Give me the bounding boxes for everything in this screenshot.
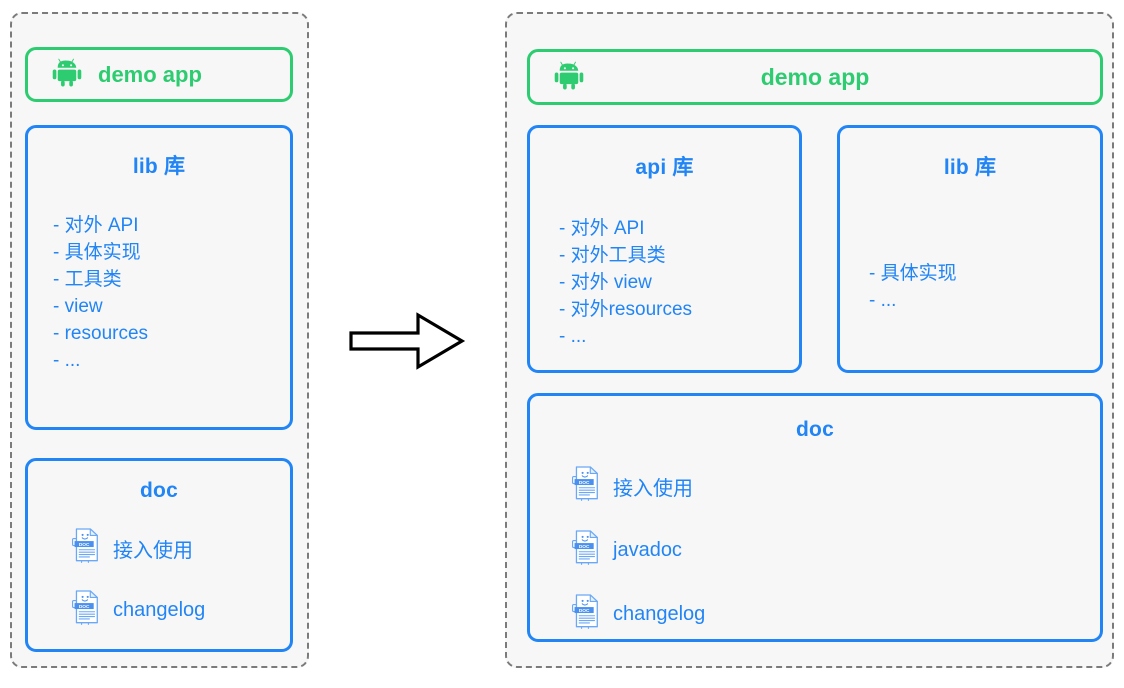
before-doc-card[interactable]: doc 接入使用 changelog [25, 458, 293, 652]
before-lib-title: lib 库 [132, 155, 186, 178]
doc-item-label: 接入使用 [113, 539, 193, 562]
list-item: - 对外 API [559, 218, 645, 239]
doc-item-label: 接入使用 [613, 477, 693, 500]
after-lib-list: - 具体实现 - ... [869, 260, 1100, 314]
after-doc-title: doc [796, 418, 834, 441]
after-api-list: - 对外 API - 对外工具类 - 对外 view - 对外resources… [559, 215, 799, 350]
list-item: - 对外工具类 [559, 245, 666, 266]
list-item: - 对外 API [53, 215, 139, 236]
after-lib-card[interactable]: lib 库 - 具体实现 - ... [837, 125, 1103, 373]
right-arrow-icon [349, 312, 466, 370]
before-panel: demo app lib 库 - 对外 API - 具体实现 - 工具类 - v… [10, 12, 309, 668]
list-item: - view [53, 296, 103, 317]
after-doc-item-0[interactable]: 接入使用 [571, 465, 1100, 507]
doc-file-icon [571, 593, 600, 635]
before-doc-title: doc [140, 479, 178, 502]
before-lib-card[interactable]: lib 库 - 对外 API - 具体实现 - 工具类 - view - res… [25, 125, 293, 430]
after-panel: demo app api 库 - 对外 API - 对外工具类 - 对外 vie… [505, 12, 1114, 668]
before-demo-app-card[interactable]: demo app [25, 47, 293, 102]
list-item: - 具体实现 [869, 263, 957, 284]
list-item: - ... [53, 350, 81, 371]
after-doc-item-1[interactable]: javadoc [571, 529, 1100, 571]
list-item: - 对外 view [559, 272, 652, 293]
after-demo-app-card[interactable]: demo app [527, 49, 1103, 105]
after-demo-app-label: demo app [760, 63, 870, 90]
list-item: - 具体实现 [53, 242, 141, 263]
doc-file-icon [571, 529, 600, 571]
list-item: - ... [559, 326, 587, 347]
doc-item-label: javadoc [613, 538, 682, 561]
android-icon [50, 55, 84, 94]
list-item: - resources [53, 323, 149, 344]
after-doc-item-2[interactable]: changelog [571, 593, 1100, 635]
list-item: - ... [869, 290, 897, 311]
before-lib-list: - 对外 API - 具体实现 - 工具类 - view - resources… [53, 212, 290, 374]
after-lib-title: lib 库 [943, 156, 997, 179]
after-doc-card[interactable]: doc 接入使用 javadoc changelog [527, 393, 1103, 642]
after-api-title: api 库 [635, 156, 694, 179]
list-item: - 对外resources [559, 299, 693, 320]
doc-file-icon [571, 465, 600, 507]
doc-item-label: changelog [113, 598, 206, 621]
before-demo-app-label: demo app [98, 61, 202, 87]
doc-file-icon [71, 589, 100, 631]
list-item: - 工具类 [53, 269, 122, 290]
before-doc-item-1[interactable]: changelog [71, 589, 290, 631]
doc-item-label: changelog [613, 602, 706, 625]
doc-file-icon [71, 527, 100, 569]
after-api-card[interactable]: api 库 - 对外 API - 对外工具类 - 对外 view - 对外res… [527, 125, 802, 373]
before-doc-item-0[interactable]: 接入使用 [71, 527, 290, 569]
